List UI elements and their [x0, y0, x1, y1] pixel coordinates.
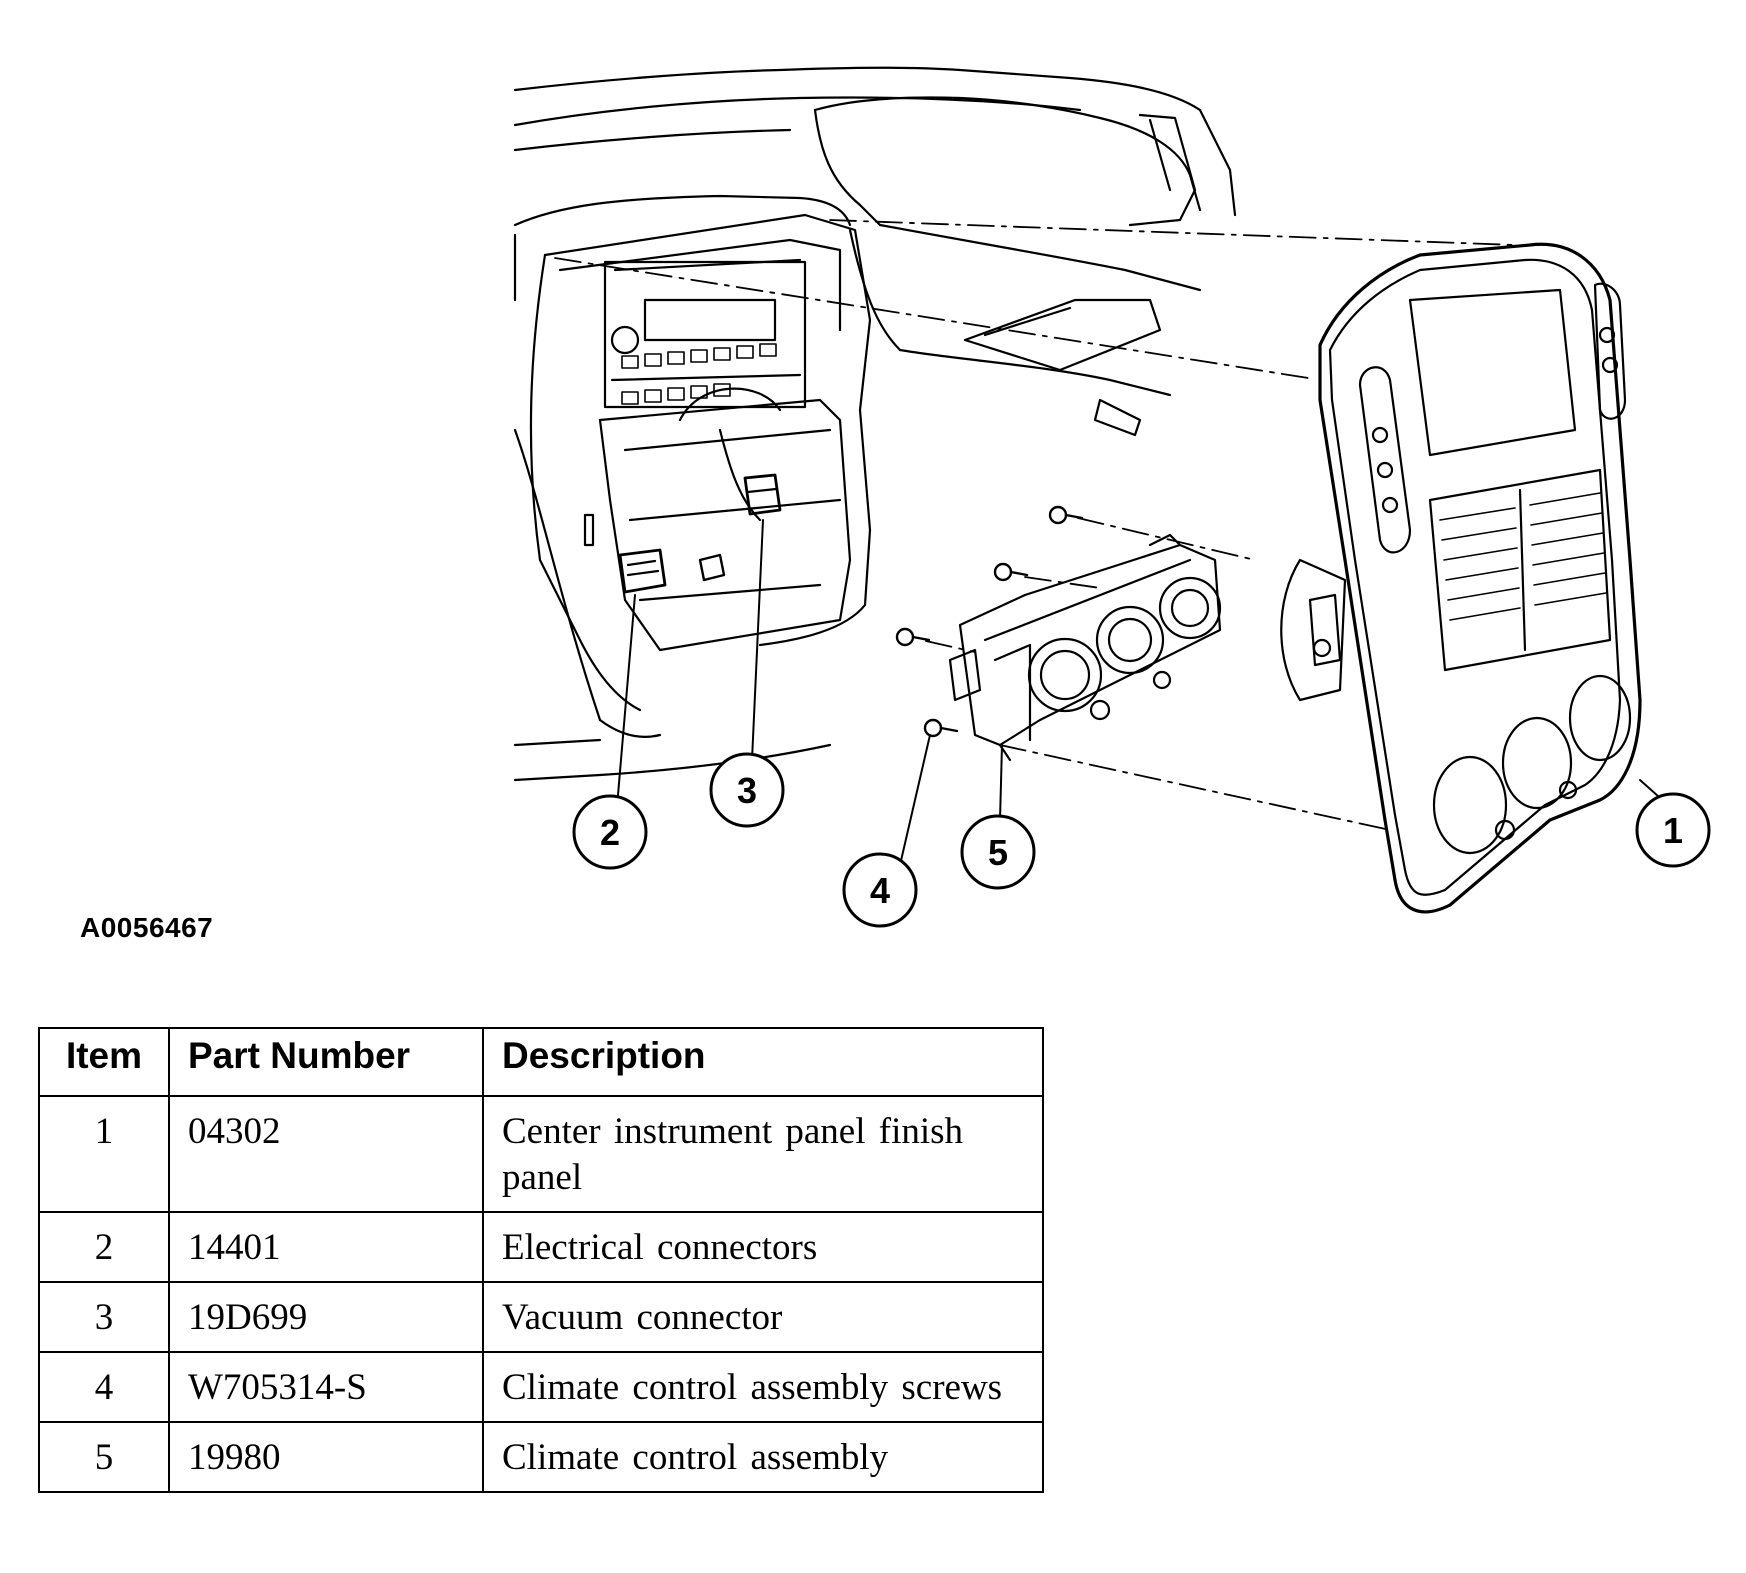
cell-item: 2	[38, 1211, 170, 1283]
cell-item: 5	[38, 1421, 170, 1493]
callout-5-label: 5	[988, 832, 1008, 873]
cell-part-number: W705314-S	[168, 1351, 484, 1423]
header-description: Description	[482, 1027, 1044, 1097]
table-row: 5 19980 Climate control assembly	[38, 1421, 1044, 1493]
header-item: Item	[38, 1027, 170, 1097]
cell-item: 3	[38, 1281, 170, 1353]
exploded-view-illustration: 1 2 3 4 5	[513, 66, 1711, 928]
callout-2: 2	[572, 794, 648, 870]
cell-part-number: 04302	[168, 1095, 484, 1213]
electrical-connector-drawing	[618, 548, 667, 594]
screws-drawing	[895, 505, 1084, 738]
callout-3-label: 3	[737, 770, 757, 811]
cell-description: Vacuum connector	[482, 1281, 1044, 1353]
cell-part-number: 14401	[168, 1211, 484, 1283]
figure-id: A0056467	[80, 912, 214, 943]
callout-4-label: 4	[870, 870, 890, 911]
leader-lines	[617, 519, 1669, 866]
alignment-lines	[554, 219, 1516, 831]
callout-5: 5	[960, 814, 1036, 890]
vacuum-connector-drawing	[743, 473, 782, 516]
cell-part-number: 19D699	[168, 1281, 484, 1353]
callout-4: 4	[842, 852, 918, 928]
cell-description: Climate control assembly screws	[482, 1351, 1044, 1423]
callout-1-label: 1	[1663, 810, 1683, 851]
cell-description: Climate control assembly	[482, 1421, 1044, 1493]
cell-description: Center instrument panel finish panel	[482, 1095, 1044, 1213]
cell-part-number: 19980	[168, 1421, 484, 1493]
table-row: 1 04302 Center instrument panel finish p…	[38, 1095, 1044, 1213]
callout-1: 1	[1635, 792, 1711, 868]
callout-3: 3	[709, 752, 785, 828]
cell-description: Electrical connectors	[482, 1211, 1044, 1283]
table-header-row: Item Part Number Description	[38, 1027, 1044, 1097]
climate-control-drawing	[948, 533, 1222, 762]
callout-2-label: 2	[600, 812, 620, 853]
parts-table: Item Part Number Description 1 04302 Cen…	[38, 1027, 1044, 1493]
cell-item: 1	[38, 1095, 170, 1213]
cell-item: 4	[38, 1351, 170, 1423]
header-part-number: Part Number	[168, 1027, 484, 1097]
dashboard-drawing	[513, 66, 1237, 782]
table-row: 3 19D699 Vacuum connector	[38, 1281, 1044, 1353]
table-row: 4 W705314-S Climate control assembly scr…	[38, 1351, 1044, 1423]
table-row: 2 14401 Electrical connectors	[38, 1211, 1044, 1283]
finish-panel-drawing	[1280, 242, 1642, 914]
